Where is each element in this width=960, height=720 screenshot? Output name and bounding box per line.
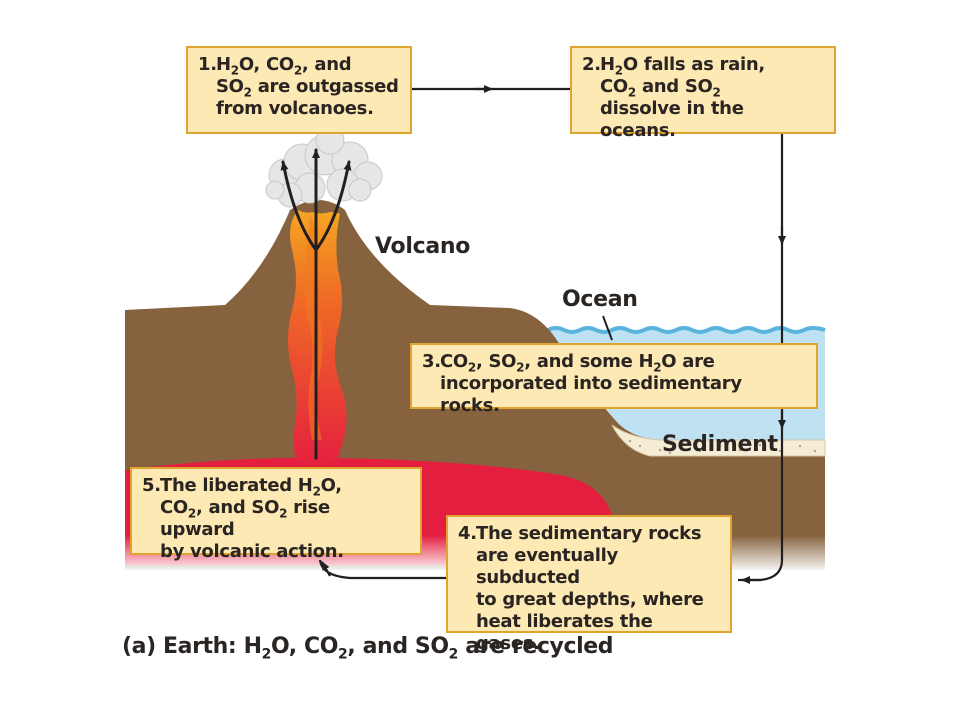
text-run: H [600,54,615,75]
text-run: from volcanoes. [216,98,374,119]
subscript: 2 [614,63,623,78]
text-run: O, CO [270,634,339,659]
arrow-4-to-5 [318,559,446,580]
step-line: SO2 are outgassed [198,76,400,100]
caption-prefix: (a) [122,634,156,659]
step-line: 5.The liberated H2O, [142,475,410,499]
step-line: heat liberates the gases. [458,611,720,655]
arrow-vent-right [314,160,352,252]
step-5-box: 5.The liberated H2O,CO2, and SO2 rise up… [130,467,422,562]
text-run: O, CO [238,54,294,75]
step-line: are eventually subducted [458,545,720,589]
step-line: 1.H2O, CO2, and [198,54,400,78]
arrow-2-to-ocean [738,134,784,582]
arrow-vent-left [280,160,318,252]
subscript: 2 [338,646,348,663]
step-number: 2. [582,54,601,75]
text-run: are recycled [458,634,614,659]
cycle-arrows [318,85,786,584]
volcano-label: Volcano [375,234,471,259]
text-run: , and some H [524,351,654,372]
text-run: incorporated into sedimentary rocks. [440,373,742,416]
text-run: , and [301,54,352,75]
text-run: CO [440,351,468,372]
text-run: rise upward [160,497,330,540]
subscript: 2 [516,360,525,375]
subscript: 2 [293,63,302,78]
ocean-label: Ocean [562,287,638,312]
subscript: 2 [261,646,272,663]
text-run: H [216,54,231,75]
text-run: The liberated H [160,475,313,496]
text-run: to great depths, where [476,589,704,610]
rising-gas-arrows [280,148,352,460]
subscript: 2 [712,85,721,100]
step-line: 2.H2O falls as rain, [582,54,824,78]
text-run: O, [320,475,342,496]
ocean-pointer-line [602,315,613,341]
subscript: 2 [467,360,476,375]
text-run: by volcanic action. [160,541,344,562]
sediment-dots [628,439,817,455]
text-run: and SO [635,76,713,97]
text-run: O falls as rain, [622,54,765,75]
step-line: CO2 and SO2 [582,76,824,100]
text-run: are outgassed [251,76,399,97]
text-run: heat liberates the gases. [476,611,653,654]
step-line: to great depths, where [458,589,720,611]
caption-text: Earth: H2O, CO2, and SO2 are recycled [155,634,614,663]
step-number: 4. [458,523,477,544]
subscript: 2 [279,506,288,521]
text-run: dissolve in the oceans. [600,98,744,141]
step-line: dissolve in the oceans. [582,98,824,142]
text-run: CO [600,76,628,97]
subscript: 2 [243,85,252,100]
text-run: CO [160,497,188,518]
step-line: 3.CO2, SO2, and some H2O are [422,351,806,375]
ocean-surface [547,326,826,334]
subscript: 2 [230,63,239,78]
text-run: are eventually subducted [476,545,618,588]
step-line: CO2, and SO2 rise upward [142,497,410,541]
sediment-layer [611,424,826,457]
step-line: incorporated into sedimentary rocks. [422,373,806,417]
text-run: O are [661,351,715,372]
subscript: 2 [627,85,636,100]
step-number: 1. [198,54,217,75]
lava-core [304,215,323,440]
text-run: The sedimentary rocks [476,523,702,544]
step-line: by volcanic action. [142,541,410,563]
step-number: 5. [142,475,161,496]
text-run: , and SO [195,497,280,518]
step-line: from volcanoes. [198,98,400,120]
text-run: Earth: H [155,634,262,659]
figure-caption: (a) Earth: H2O, CO2, and SO2 are recycle… [122,634,614,663]
subscript: 2 [653,360,662,375]
text-run: , SO [475,351,517,372]
step-line: 4.The sedimentary rocks [458,523,720,545]
subscript: 2 [448,646,459,663]
text-run: , and SO [347,634,449,659]
step-number: 3. [422,351,441,372]
text-run: SO [216,76,244,97]
subscript: 2 [187,506,196,521]
sediment-label: Sediment [662,432,778,457]
subscript: 2 [312,484,321,499]
